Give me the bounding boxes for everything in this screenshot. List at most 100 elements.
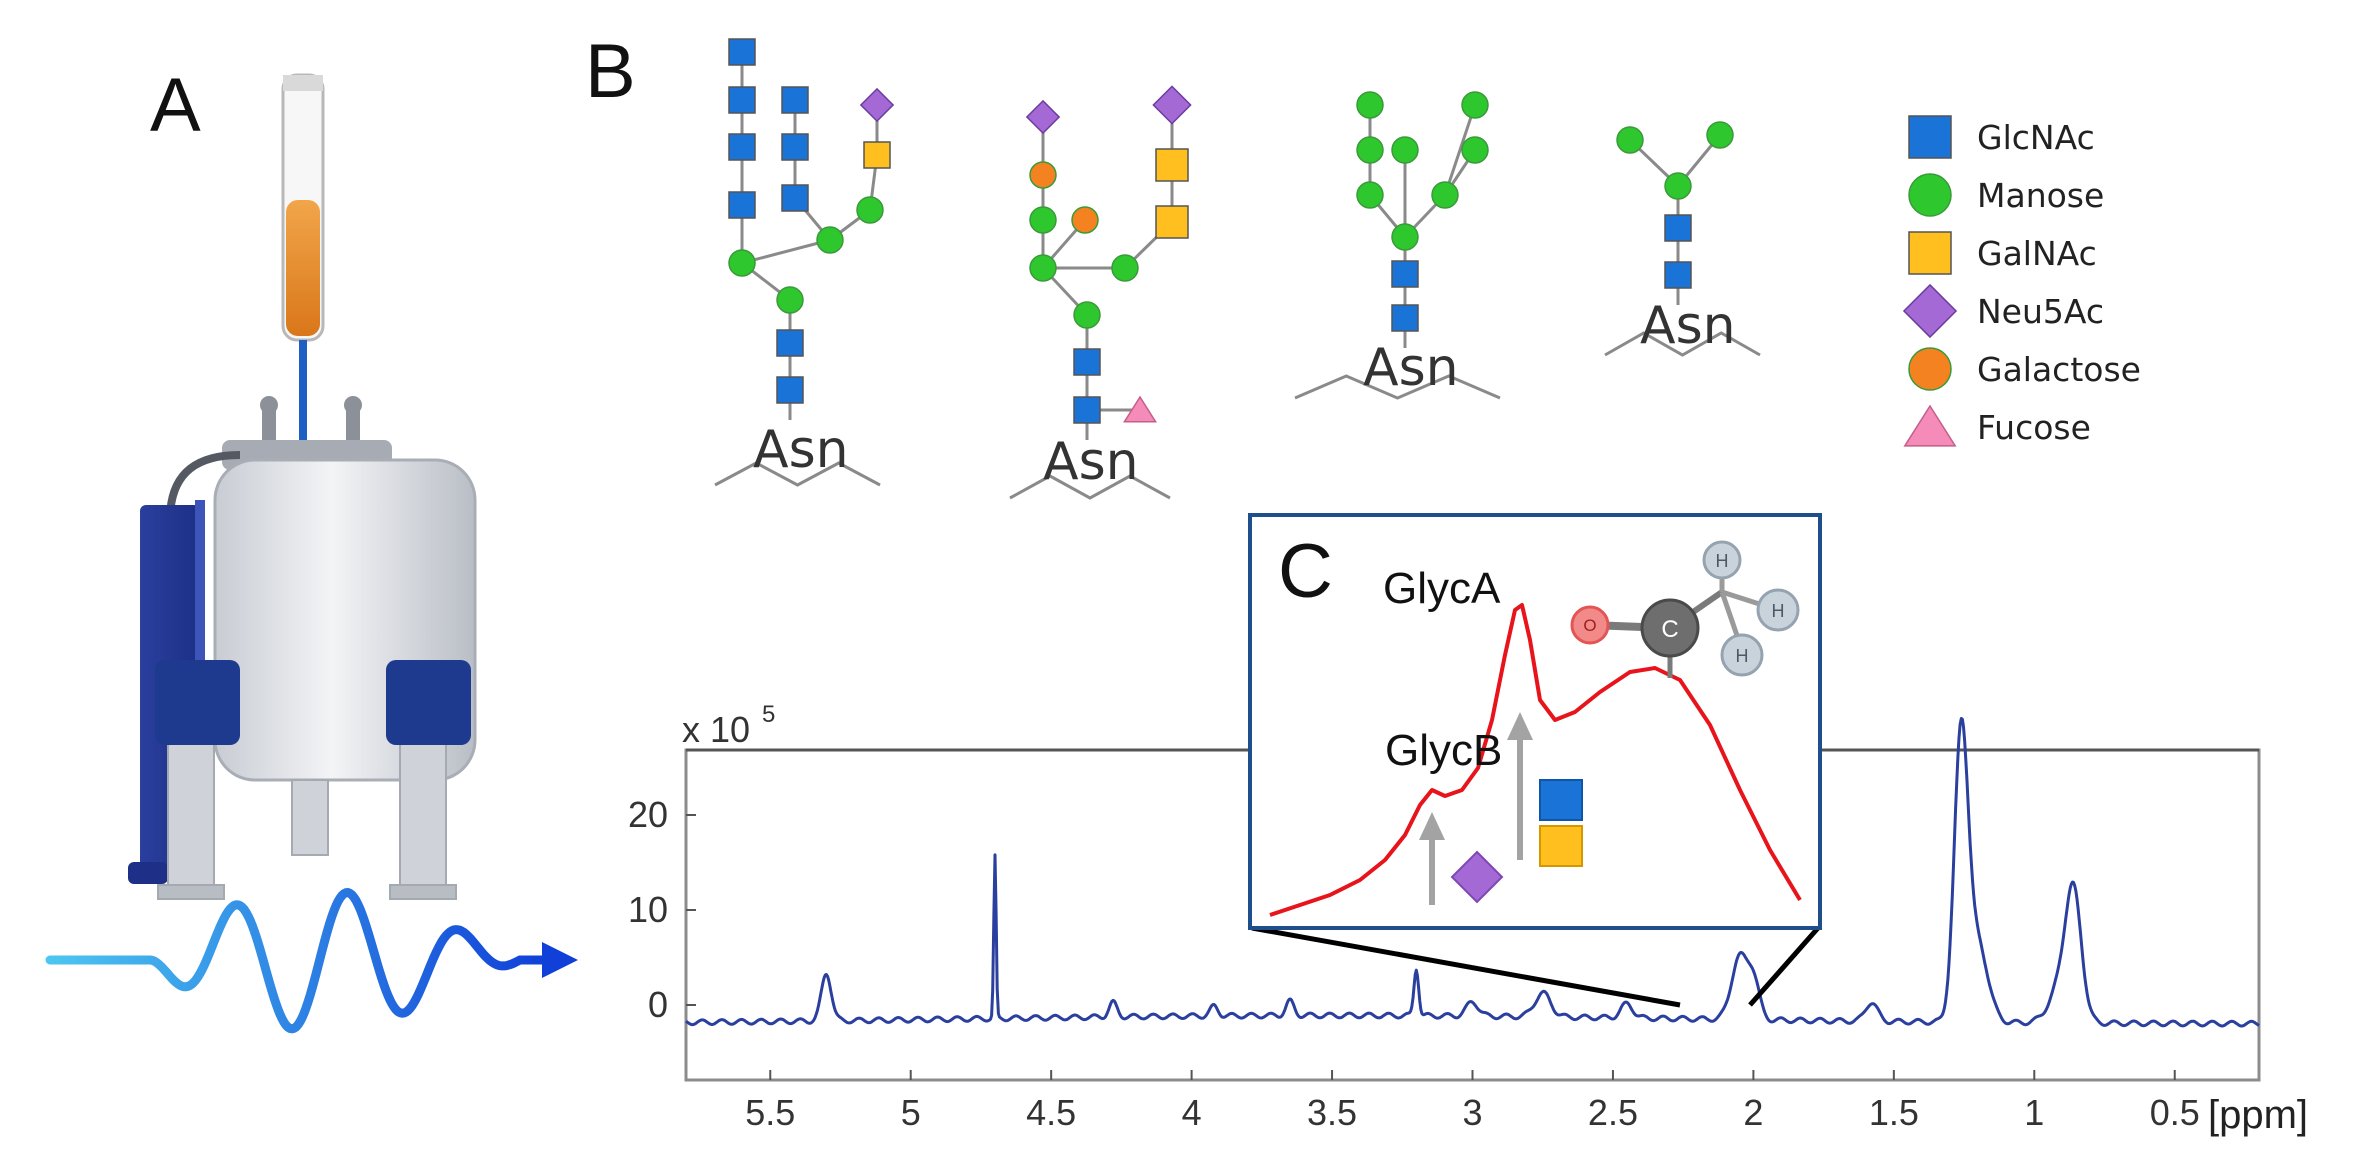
legend-symbol-fucose-icon [1903, 404, 1957, 447]
x-tick-label: 5 [901, 1092, 921, 1133]
glycan-residue [1391, 260, 1419, 288]
glycan-residue [1356, 136, 1384, 164]
glycan-residue [728, 38, 756, 66]
x-tick-label: 2 [1743, 1092, 1763, 1133]
panel-a-label: A [150, 63, 201, 148]
glycan-structure-3 [1294, 91, 1501, 400]
glycan-residue [1155, 148, 1189, 182]
glycan-residue [1029, 206, 1057, 234]
glycan-residue [1461, 136, 1489, 164]
legend-item-galnac: GalNAc [1905, 224, 2141, 282]
glycan-residue [776, 286, 804, 314]
monosaccharide-legend: GlcNAc Manose GalNAc Neu5Ac Galactose Fu… [1905, 108, 2141, 456]
legend-item-fucose: Fucose [1905, 398, 2141, 456]
y-tick-label: 20 [628, 794, 668, 835]
glycb-increase-arrow-icon [1419, 812, 1445, 905]
hydrogen-atom-label-1: H [1716, 551, 1729, 571]
sample-tube-icon [281, 73, 325, 342]
protein-backbone-line [714, 461, 881, 487]
glycan-residue [863, 141, 891, 169]
oxygen-atom-label: O [1583, 616, 1596, 635]
legend-symbol-manose-icon [1908, 173, 1952, 217]
legend-symbol-glcnac-icon [1908, 115, 1952, 159]
glycan-residue [1123, 395, 1157, 423]
glycan-residue [1073, 348, 1101, 376]
glycan-structures [714, 38, 1761, 500]
glycan-residue [1391, 304, 1419, 332]
protein-backbone-line [1604, 331, 1761, 357]
legend-symbol-neu5ac-icon [1902, 283, 1958, 339]
glycan-residue [728, 133, 756, 161]
glycan-residue [1664, 172, 1692, 200]
glycan-residue [1391, 136, 1419, 164]
legend-symbol-galnac-icon [1908, 231, 1952, 275]
spectrum-trace [685, 717, 2260, 1028]
glyca-label: GlycA [1383, 564, 1501, 613]
left-clamp [155, 660, 240, 745]
x-tick-label: 1.5 [1869, 1092, 1919, 1133]
x-tick-label: 1 [2024, 1092, 2044, 1133]
hydrogen-atom-label-3: H [1736, 646, 1749, 666]
glycan-residue [1356, 91, 1384, 119]
x-tick-label: 3 [1462, 1092, 1482, 1133]
glycan-residue [1664, 214, 1692, 242]
glycan-residue [1391, 223, 1419, 251]
glycan-residue [1073, 396, 1101, 424]
glycan-residue [1664, 261, 1692, 289]
panel-b-label: B [585, 29, 636, 114]
legend-label: GalNAc [1977, 233, 2097, 273]
asn-label-2: Asn [1043, 432, 1139, 492]
glycan-residue [728, 86, 756, 114]
glycan-residue [776, 376, 804, 404]
glycan-residue [1431, 181, 1459, 209]
glycan-residue [1155, 205, 1189, 239]
x-tick-label: 0.5 [2150, 1092, 2200, 1133]
glycan-residue [1029, 161, 1057, 189]
fid-signal-arrow-icon [45, 888, 578, 1034]
panel-c-label: C [1278, 529, 1333, 614]
glycan-residue [728, 249, 756, 277]
x-tick-label: 4 [1182, 1092, 1202, 1133]
legend-item-galactose: Galactose [1905, 340, 2141, 398]
glycb-label: GlycB [1385, 726, 1502, 775]
x-tick-label: 2.5 [1588, 1092, 1638, 1133]
y-tick-label: 10 [628, 889, 668, 930]
glycan-residue [781, 86, 809, 114]
glycan-residue [816, 226, 844, 254]
glycan-residue [1461, 91, 1489, 119]
glyc-inset-panel: GlycB GlycA O C H [1248, 513, 1822, 930]
glycan-residue [776, 329, 804, 357]
glycan-bond [741, 238, 831, 265]
asn-label-4: Asn [1640, 296, 1736, 356]
glycan-residue [781, 184, 809, 212]
cable-line [166, 451, 241, 521]
glycan-bond [1443, 104, 1477, 196]
glycan-residue [728, 191, 756, 219]
inset-frame [1248, 513, 1822, 930]
neu5ac-diamond-icon [1450, 850, 1504, 904]
magnet-legs [157, 719, 457, 900]
legend-symbols [1902, 115, 1958, 447]
legend-symbol-galactose-icon [1908, 347, 1952, 391]
hydrogen-atom-label-2: H [1772, 601, 1785, 621]
asn-label-3: Asn [1363, 338, 1459, 398]
glycan-residue [1152, 85, 1192, 125]
glycan-residue [1025, 99, 1061, 135]
x-tick-label: 4.5 [1026, 1092, 1076, 1133]
glcnac-square-icon [1539, 779, 1583, 821]
glycan-residue [859, 87, 895, 123]
glycan-residue [1029, 254, 1057, 282]
glycan-residue [781, 133, 809, 161]
galnac-square-icon [1539, 825, 1583, 867]
x-tick-label: 5.5 [745, 1092, 795, 1133]
glycan-residue [856, 196, 884, 224]
nmr-spectrometer-illustration [45, 73, 578, 1034]
glycan-residue [1071, 206, 1099, 234]
protein-backbone-line [1009, 474, 1171, 500]
glycan-structure-1 [714, 38, 895, 487]
legend-item-glcnac: GlcNAc [1905, 108, 2141, 166]
y-axis-exponent: 5 [762, 701, 775, 728]
